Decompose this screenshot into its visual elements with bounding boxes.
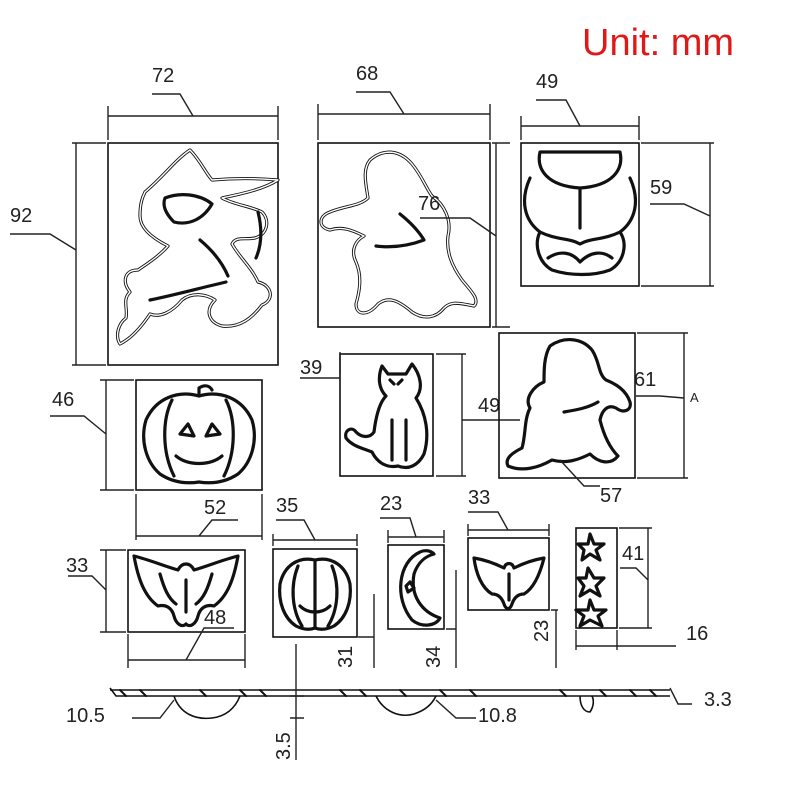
bat-large-height-label: 33 [66,555,88,577]
profile-right-height-label: 3.3 [704,689,732,711]
bat-small-outline [472,556,546,611]
bat-large-cutter: 33 48 [66,549,246,668]
witch-outline [115,148,280,346]
ghost-large-frame [317,142,491,328]
pumpkin-large-frame [135,379,263,491]
unit-label: Unit: mm [582,22,734,64]
witch-height-label: 92 [10,205,32,227]
moon-height-label: 34 [423,646,445,668]
pumpkin-small-height-label: 31 [335,646,357,668]
ghost-medium-cutter: 61 A 57 [498,332,699,507]
pumpkin-small-frame [272,548,358,638]
stars-width-label: 16 [686,623,708,645]
bat-large-frame [127,549,246,633]
ghost-medium-frame [498,332,636,479]
cauldron-frame [520,142,640,287]
stars-outline [574,532,608,628]
bat-small-cutter: 33 23 [467,487,558,668]
ghost-medium-width-label: 57 [600,485,622,507]
cauldron-width-label: 49 [536,71,558,93]
moon-frame [387,544,445,630]
pumpkin-large-width-label: 52 [204,497,226,519]
profile-dome-3 [579,695,595,713]
bat-large-outline [132,554,240,628]
witch-width-label: 72 [152,65,174,87]
cauldron-outline [522,150,638,277]
stars-height-label: 41 [622,543,644,565]
ghost-medium-a-label: A [690,390,699,405]
profile-base [109,687,670,697]
cat-width-label: 39 [300,357,322,379]
ghost-large-height-label: 76 [418,193,440,215]
pumpkin-large-outline [142,384,256,485]
profile-base-depth-label: 3.5 [273,732,295,760]
cat-frame [339,353,434,477]
stars-frame [575,527,618,629]
cauldron-height-label: 59 [650,177,672,199]
pumpkin-small-width-label: 35 [276,495,298,517]
cat-outline [344,362,429,470]
profile-mid-thickness-label: 10.8 [478,705,517,727]
cat-height-label: 49 [478,395,500,417]
witch-frame [107,142,279,366]
cauldron-cutter: 49 59 [520,71,714,287]
profile-dome-1 [173,695,241,720]
profile-left-thickness-label: 10.5 [66,705,105,727]
profile-dome-2 [375,695,437,716]
moon-cutter: 23 34 [380,493,457,668]
bat-large-width-label: 48 [204,607,226,629]
pumpkin-large-cutter: 46 52 [50,379,263,540]
ghost-large-cutter: 68 76 [317,63,510,328]
bat-small-height-label: 23 [531,620,553,642]
moon-width-label: 23 [380,493,402,515]
moon-outline [399,549,442,627]
bat-small-width-label: 33 [468,487,490,509]
profile-view: 10.5 3.5 10.8 3.3 [66,644,732,760]
witch-cutter: 72 92 [10,65,280,366]
pumpkin-small-outline [278,557,352,631]
ghost-large-outline [319,150,478,319]
cat-cutter: 39 49 [300,352,520,477]
ghost-medium-outline [505,338,632,471]
ghost-large-width-label: 68 [356,63,378,85]
stars-cutter: 41 16 [574,527,708,650]
pumpkin-large-height-label: 46 [52,389,74,411]
pumpkin-small-cutter: 35 31 [272,495,375,668]
ghost-medium-height-label: 61 [634,369,656,391]
